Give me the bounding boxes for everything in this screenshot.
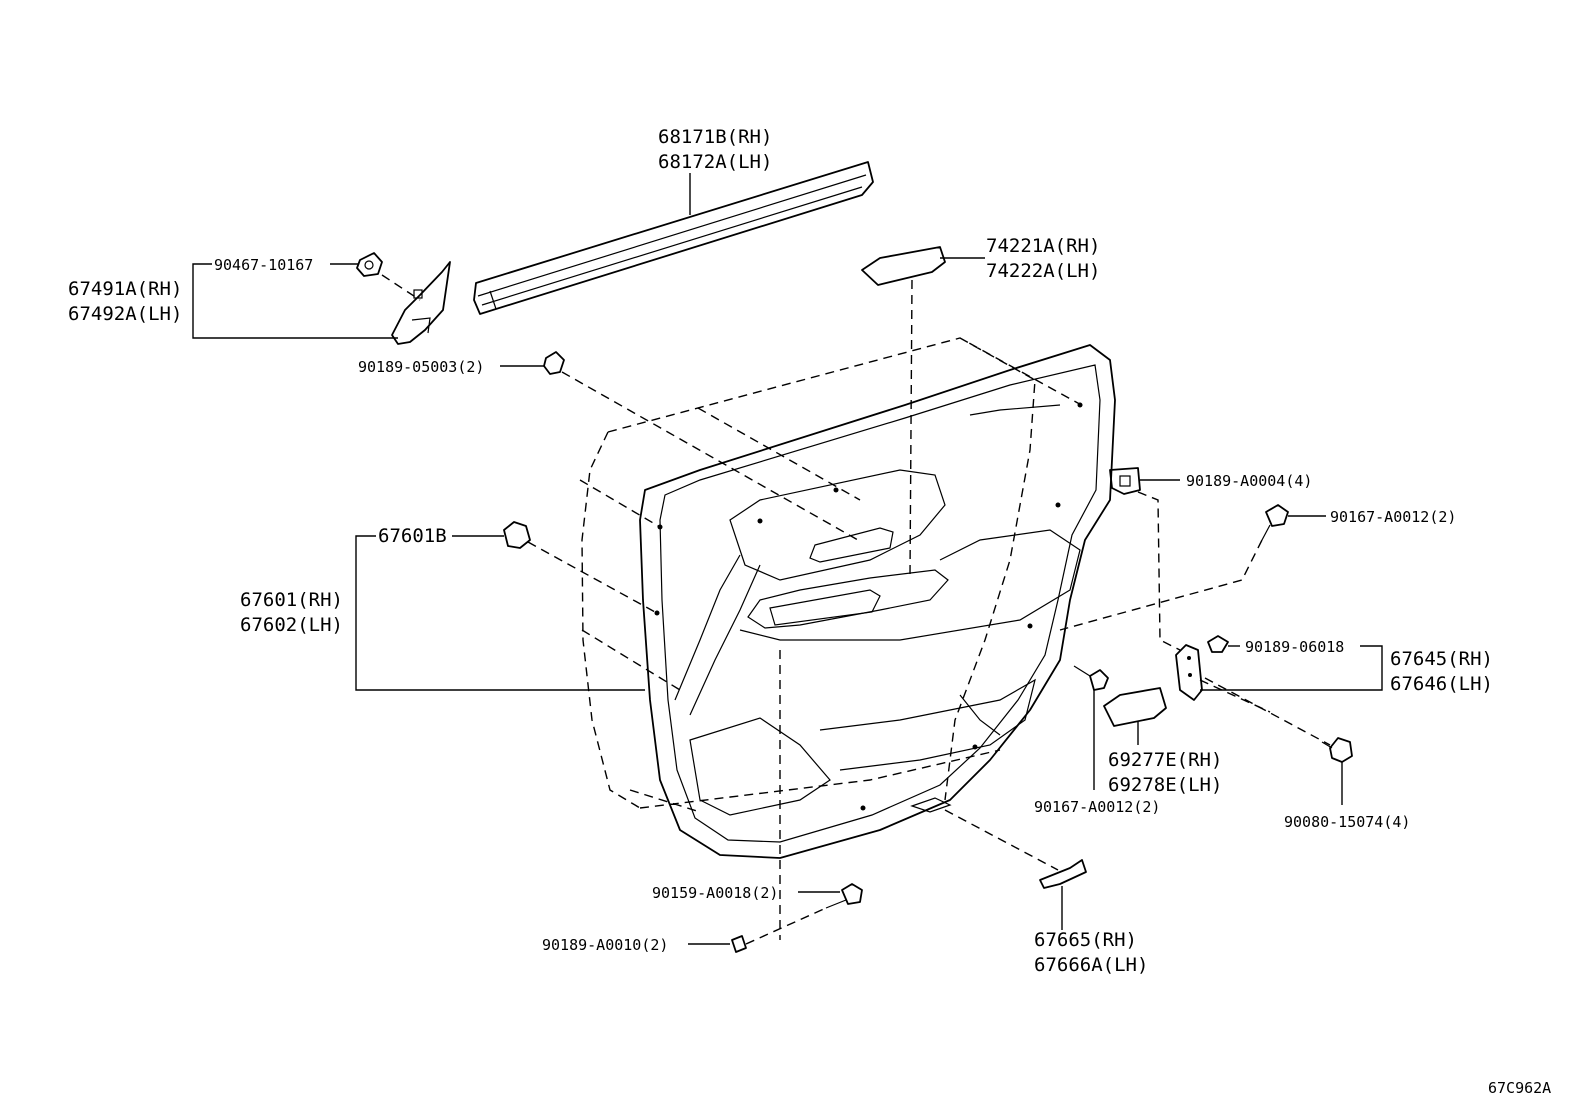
door-trim-bracket (355, 535, 645, 691)
clip-90189-05003-dash (561, 371, 859, 541)
corner-cover-bracket (192, 263, 398, 339)
screw-90080-part[interactable] (1321, 737, 1353, 763)
nut-90189-06018-label: 90189-06018 (1245, 638, 1344, 656)
door-trim-label-lh: 67602(LH) (240, 614, 343, 636)
bracket-label-lh: 67646(LH) (1390, 673, 1493, 695)
clip-90189-05003-part[interactable] (543, 351, 565, 375)
screw-90167-mid-label: 90167-A0012(2) (1034, 798, 1160, 816)
corner-cover-label-rh: 67491A(RH) (68, 278, 182, 300)
cover-label-lh: 69278E(LH) (1108, 774, 1222, 796)
switch-bezel-label-lh: 74222A(LH) (986, 260, 1100, 282)
clip-90189-05003-label: 90189-05003(2) (358, 358, 484, 376)
screw-90167-top-label: 90167-A0012(2) (1330, 508, 1456, 526)
clip-90189-a0004-part[interactable] (1109, 467, 1141, 495)
screw-90167-top-part[interactable] (1261, 504, 1289, 541)
clip-90189-a0004-dash (1137, 491, 1181, 651)
corner-cover-label-lh: 67492A(LH) (68, 303, 182, 325)
hole-cover-label-rh: 67665(RH) (1034, 929, 1137, 951)
screw-90159-label: 90159-A0018(2) (652, 884, 778, 902)
screw-90159-part[interactable] (825, 883, 863, 909)
screw-90080-label: 90080-15074(4) (1284, 813, 1410, 831)
weatherstrip-label-rh: 68171B(RH) (658, 126, 772, 148)
nut-90189-a0010-label: 90189-A0010(2) (542, 936, 668, 954)
screw-90167-top-dash (1059, 539, 1263, 631)
hole-cover-part[interactable] (1039, 859, 1087, 889)
door-trim-panel[interactable] (639, 344, 1116, 859)
hole-cover-label-lh: 67666A(LH) (1034, 954, 1148, 976)
clip-90467-part[interactable] (356, 252, 383, 277)
diagram-code: 67C962A (1488, 1079, 1551, 1097)
bracket-bracket (1200, 645, 1383, 691)
clip-90467-dash (381, 274, 421, 301)
nut-90189-06018-part[interactable] (1207, 635, 1229, 653)
cover-label-rh: 69277E(RH) (1108, 749, 1222, 771)
clip-90467-label: 90467-10167 (214, 256, 313, 274)
cover-part[interactable] (1103, 687, 1167, 727)
hole-cover-dash (944, 809, 1059, 871)
clip-67601b-label: 67601B (378, 525, 447, 547)
clip-90189-a0004-label: 90189-A0004(4) (1186, 472, 1312, 490)
nut-90189-a0010-dash (745, 907, 827, 945)
switch-bezel-dash (909, 279, 913, 576)
screw-90080-dash (1204, 677, 1331, 746)
clip-67601b-dash (527, 541, 656, 613)
weatherstrip-part[interactable] (473, 161, 874, 315)
clip-67601b-part[interactable] (503, 521, 531, 549)
corner-cover-part[interactable] (391, 261, 451, 345)
switch-bezel-part[interactable] (861, 246, 946, 286)
door-frame-dash-2 (579, 407, 1001, 813)
weatherstrip-label-lh: 68172A(LH) (658, 151, 772, 173)
bracket-label-rh: 67645(RH) (1390, 648, 1493, 670)
bracket-part[interactable] (1175, 644, 1203, 701)
screw-90167-mid-part[interactable] (1073, 665, 1109, 691)
nut-90189-a0010-part[interactable] (731, 935, 747, 953)
door-trim-label-rh: 67601(RH) (240, 589, 343, 611)
switch-bezel-label-rh: 74221A(RH) (986, 235, 1100, 257)
door-frame-dash (581, 337, 1086, 809)
